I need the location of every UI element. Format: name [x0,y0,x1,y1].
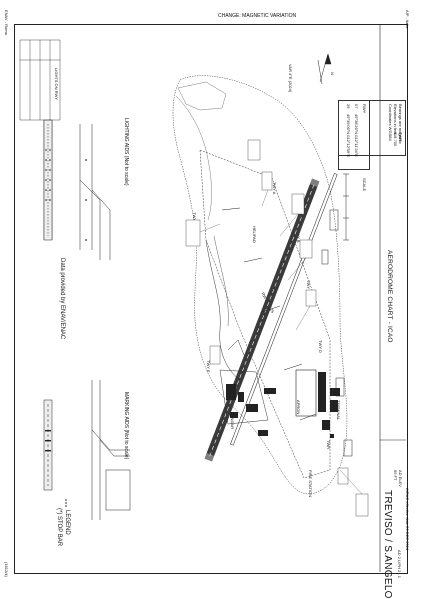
access-road [205,239,241,381]
stop-bar-icon [65,499,67,507]
building-3 [322,420,330,430]
parallel-taxiway [230,173,338,446]
terminal-building [318,372,326,412]
access-road-2 [213,235,229,327]
terrain-outline-west [175,95,212,221]
building-2 [330,400,338,412]
callout-leaders [199,189,363,495]
lighting-dots [45,149,87,241]
chart-frame [14,24,408,574]
tower-building [330,434,334,438]
perimeter-fence [199,149,331,479]
apron [295,369,317,417]
building-1 [330,388,340,396]
north-arrow-icon [317,53,332,85]
lights-table [19,39,61,121]
west-apron [219,339,269,425]
terrain-blob-north [177,81,227,111]
threshold-25 [309,178,320,187]
apron-area [295,369,340,438]
variation-label: CHANGE: MAGNETIC VARIATION [218,13,297,19]
marking-inset [43,380,131,520]
west-buildings [226,384,276,436]
callout-boxes [185,139,369,517]
scale-bar [343,173,349,241]
threshold-07 [204,453,215,462]
connector-taxiways [221,207,317,421]
rwy-table [338,100,370,170]
east-structures [321,209,353,457]
marking-marks [45,430,51,452]
lighting-inset [43,119,111,260]
